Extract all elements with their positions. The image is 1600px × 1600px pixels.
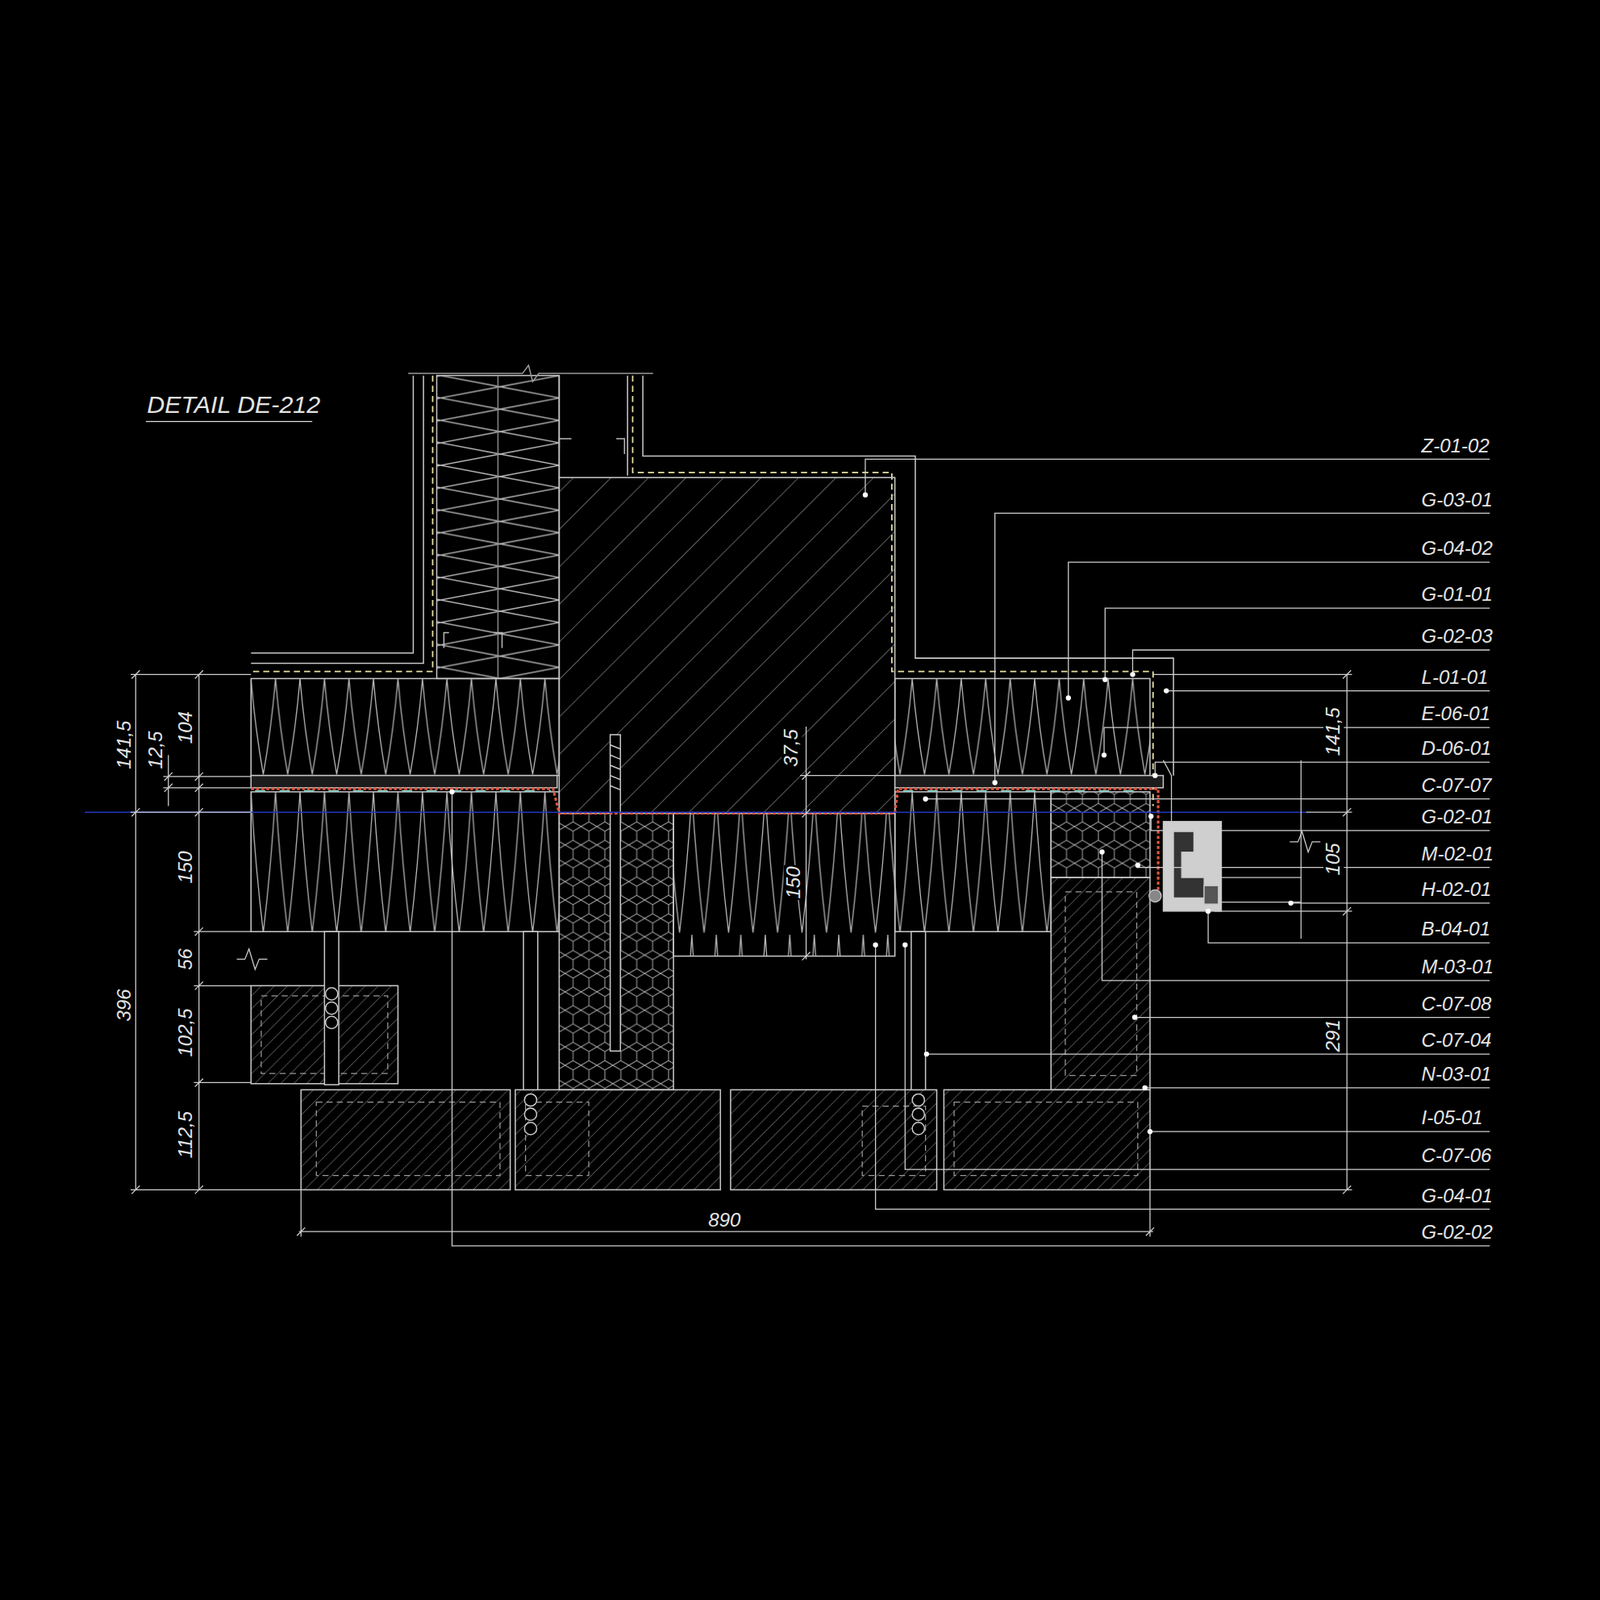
dimension-value: 112,5 xyxy=(175,1110,196,1160)
callout-code: B-04-01 xyxy=(1420,919,1492,940)
dimension-value: 141,5 xyxy=(114,719,135,771)
callout-code: G-03-01 xyxy=(1420,489,1494,510)
callout-code: G-02-02 xyxy=(1420,1222,1494,1243)
dimension-value: 396 xyxy=(114,987,135,1023)
dimension-value: 104 xyxy=(175,710,196,746)
callout-code: Z-01-02 xyxy=(1420,435,1491,456)
dimension-value: 150 xyxy=(175,850,196,885)
callout-code: C-07-07 xyxy=(1420,775,1492,796)
callout-code: C-07-08 xyxy=(1420,993,1492,1014)
dimension-value: 12,5 xyxy=(145,729,167,770)
callout-code: H-02-01 xyxy=(1420,879,1492,900)
callout-code: N-03-01 xyxy=(1420,1064,1492,1085)
dimension-value: 150 xyxy=(783,865,805,900)
callout-code: M-03-01 xyxy=(1420,957,1495,978)
dimension-value: 37,5 xyxy=(781,728,802,768)
callout-code: G-04-01 xyxy=(1420,1185,1494,1206)
dimension-value: 102,5 xyxy=(175,1007,196,1059)
callout-code: E-06-01 xyxy=(1420,704,1492,725)
callout-code: I-05-01 xyxy=(1420,1108,1484,1129)
dimension-value: 291 xyxy=(1323,1018,1344,1054)
callout-code: C-07-06 xyxy=(1420,1145,1492,1167)
callout-code: G-01-01 xyxy=(1420,584,1494,605)
dimension-value: 141,5 xyxy=(1323,706,1344,758)
dimension-value: 890 xyxy=(707,1210,742,1231)
dimension-value: 105 xyxy=(1323,841,1344,877)
callout-code: C-07-04 xyxy=(1420,1030,1492,1051)
callout-code: M-02-01 xyxy=(1420,843,1495,864)
dimension-value: 56 xyxy=(175,947,196,971)
callout-code: G-02-01 xyxy=(1420,807,1494,828)
callout-code: D-06-01 xyxy=(1420,738,1492,759)
callout-code: L-01-01 xyxy=(1420,667,1489,688)
drawing-title: DETAIL DE-212 xyxy=(145,391,321,419)
callout-code: G-02-03 xyxy=(1420,626,1494,647)
callout-code: G-04-02 xyxy=(1420,538,1494,559)
